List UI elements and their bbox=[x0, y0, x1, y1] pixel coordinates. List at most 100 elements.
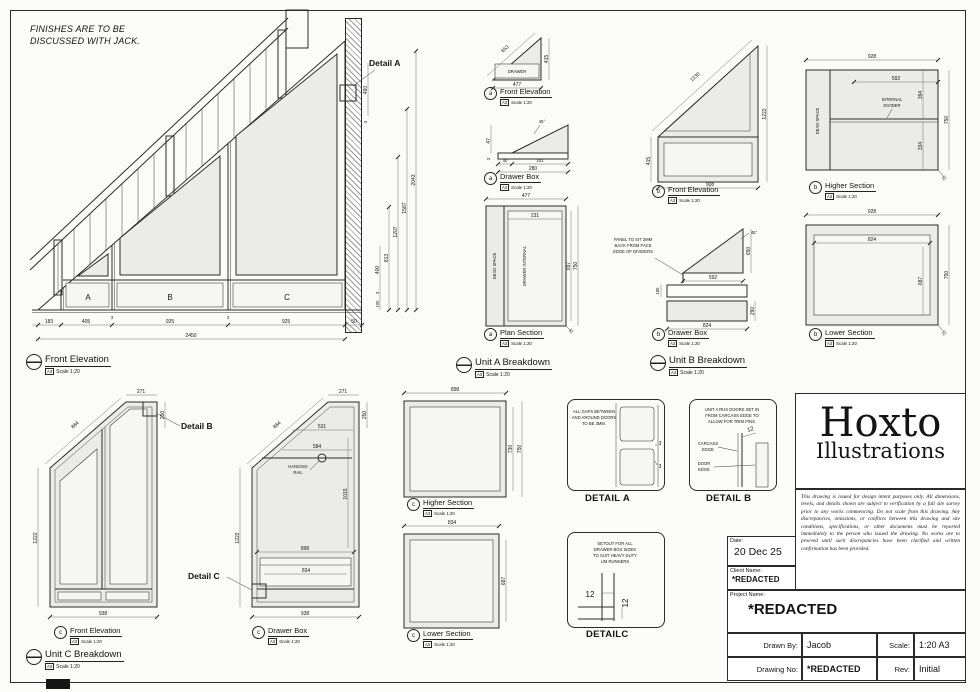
company-logo-block: Hoxto Illustrations bbox=[795, 393, 966, 489]
dim: 584 bbox=[313, 444, 322, 450]
dim: 1015 bbox=[343, 488, 349, 499]
dim: 928 bbox=[868, 209, 877, 215]
dim: 3 bbox=[227, 315, 230, 320]
client-value: *REDACTED bbox=[732, 575, 780, 584]
dim: 3 bbox=[659, 441, 662, 447]
unit-a-front-elevation-drawing: DRAWER 653 415 477 bbox=[486, 32, 550, 91]
dim: 22 bbox=[941, 329, 948, 336]
drawer-label: DRAWER bbox=[508, 69, 526, 74]
note-line: EDGE OF DIVIDERS bbox=[613, 249, 653, 254]
dim: 477 bbox=[522, 193, 531, 199]
dim: 47 bbox=[486, 138, 492, 144]
unit-a-drawer-box-drawing: 45° 47 3 40 241 280 bbox=[486, 119, 571, 175]
stair-balustrade bbox=[29, 9, 309, 296]
note-line: UNIT A RHS DOORS SET IN bbox=[705, 407, 759, 412]
detail-b-drawing: UNIT A RHS DOORS SET IN FROM CARCASS EDG… bbox=[698, 407, 769, 488]
dim: 183 bbox=[45, 319, 54, 325]
dim: 50 bbox=[351, 319, 357, 325]
dim: 3 bbox=[111, 315, 114, 320]
dim: 250 bbox=[160, 411, 166, 420]
note-line: TO BE 3MM. bbox=[582, 421, 606, 426]
detail-a-title: DETAIL A bbox=[585, 493, 630, 504]
dim: 334 bbox=[918, 142, 924, 151]
note-line: DRAWER BOX SIDES bbox=[594, 547, 636, 552]
dim: 12 bbox=[586, 590, 595, 599]
dim: 687 bbox=[501, 577, 507, 586]
unit-b-drawer-box-drawing: PANEL TO SIT 2MM BACK FROM FACE EDGE OF … bbox=[613, 228, 757, 332]
internal-divider-label: INTERNAL bbox=[882, 97, 903, 102]
dim: 394 bbox=[918, 91, 924, 100]
unit-c-drawer-box-drawing: HANGING RAIL 584 531 271 884 250 1015 89… bbox=[226, 389, 368, 620]
unit-b-lower-section-drawing: 928 824 687 750 22 bbox=[803, 209, 950, 336]
dim: 22 bbox=[941, 174, 948, 181]
rev-label: Rev: bbox=[877, 657, 914, 681]
view-marker-icon: b bbox=[809, 328, 822, 341]
note-line: SETOUT FOR ALL bbox=[597, 541, 633, 546]
drawn-by-label: Drawn By: bbox=[727, 633, 802, 657]
unit-c-front-elevation-drawing: 271 884 250 1222 938 bbox=[33, 389, 181, 620]
dim: 938 bbox=[301, 611, 310, 617]
dim: 415 bbox=[544, 55, 550, 64]
dim: 834 bbox=[448, 520, 457, 526]
project-label: Project Name: bbox=[730, 592, 765, 598]
dim: 280 bbox=[529, 166, 538, 172]
dim: 185 bbox=[655, 287, 660, 295]
dim: 2043 bbox=[411, 174, 417, 185]
note-line: AND AROUND DOORS bbox=[572, 415, 617, 420]
understair-unit: A B C bbox=[32, 40, 362, 313]
note-line: DISCUSSED WITH JACK. bbox=[30, 35, 141, 46]
dim: 898 bbox=[451, 387, 460, 393]
dim: 405 bbox=[82, 319, 91, 325]
detail-b-label: Detail B bbox=[181, 421, 213, 431]
hanging-rail-label: RAIL bbox=[293, 470, 303, 475]
detail-c-box bbox=[567, 532, 665, 628]
date-value: 20 Dec 25 bbox=[734, 546, 782, 558]
unit-c-higher-section-drawing: 898 730 750 bbox=[401, 387, 523, 498]
dim: 3 bbox=[659, 464, 662, 470]
carcass-edge-label: CARCASS bbox=[698, 441, 718, 446]
dim: 415 bbox=[646, 157, 652, 166]
client-label: Client Name: bbox=[730, 568, 762, 574]
detail-a-label: Detail A bbox=[369, 58, 401, 68]
dim: 241 bbox=[537, 158, 545, 163]
dim: 824 bbox=[703, 323, 712, 329]
main-dimensions: 183 405 3 925 3 925 50 2450 460 3 100 3 … bbox=[32, 48, 419, 342]
view-marker-icon: c bbox=[252, 626, 265, 639]
dim: 1222 bbox=[762, 108, 768, 119]
view-marker-icon: c bbox=[407, 629, 420, 642]
dim: 40 bbox=[503, 158, 508, 163]
note-line: ALLOW FOR TRIM PINS. bbox=[708, 419, 756, 424]
dim: 1222 bbox=[33, 532, 39, 543]
dim: 898 bbox=[301, 546, 310, 552]
view-marker-icon: c bbox=[407, 498, 420, 511]
dim: 1207 bbox=[393, 226, 399, 237]
project-value: *REDACTED bbox=[748, 601, 838, 618]
dim: 884 bbox=[70, 420, 80, 430]
dim: 3 bbox=[375, 291, 380, 294]
dim: 1230 bbox=[689, 71, 701, 83]
dim: 750 bbox=[573, 262, 579, 271]
detail-c-title: DETAILC bbox=[586, 629, 629, 640]
dim: 400 bbox=[375, 266, 381, 275]
detail-c-label: Detail C bbox=[188, 571, 220, 581]
note-line: FROM CARCASS EDGE TO bbox=[705, 413, 759, 418]
unit-a-plan-section-drawing: DEAD SPACE DRAWER INTERNAL 477 231 697 7… bbox=[483, 193, 579, 334]
view-marker-icon: c bbox=[54, 626, 67, 639]
detail-b-title: DETAIL B bbox=[706, 493, 752, 504]
dim: 12 bbox=[621, 598, 630, 607]
dim: 925 bbox=[166, 319, 175, 325]
door-edge-label: DOOR bbox=[698, 461, 711, 466]
